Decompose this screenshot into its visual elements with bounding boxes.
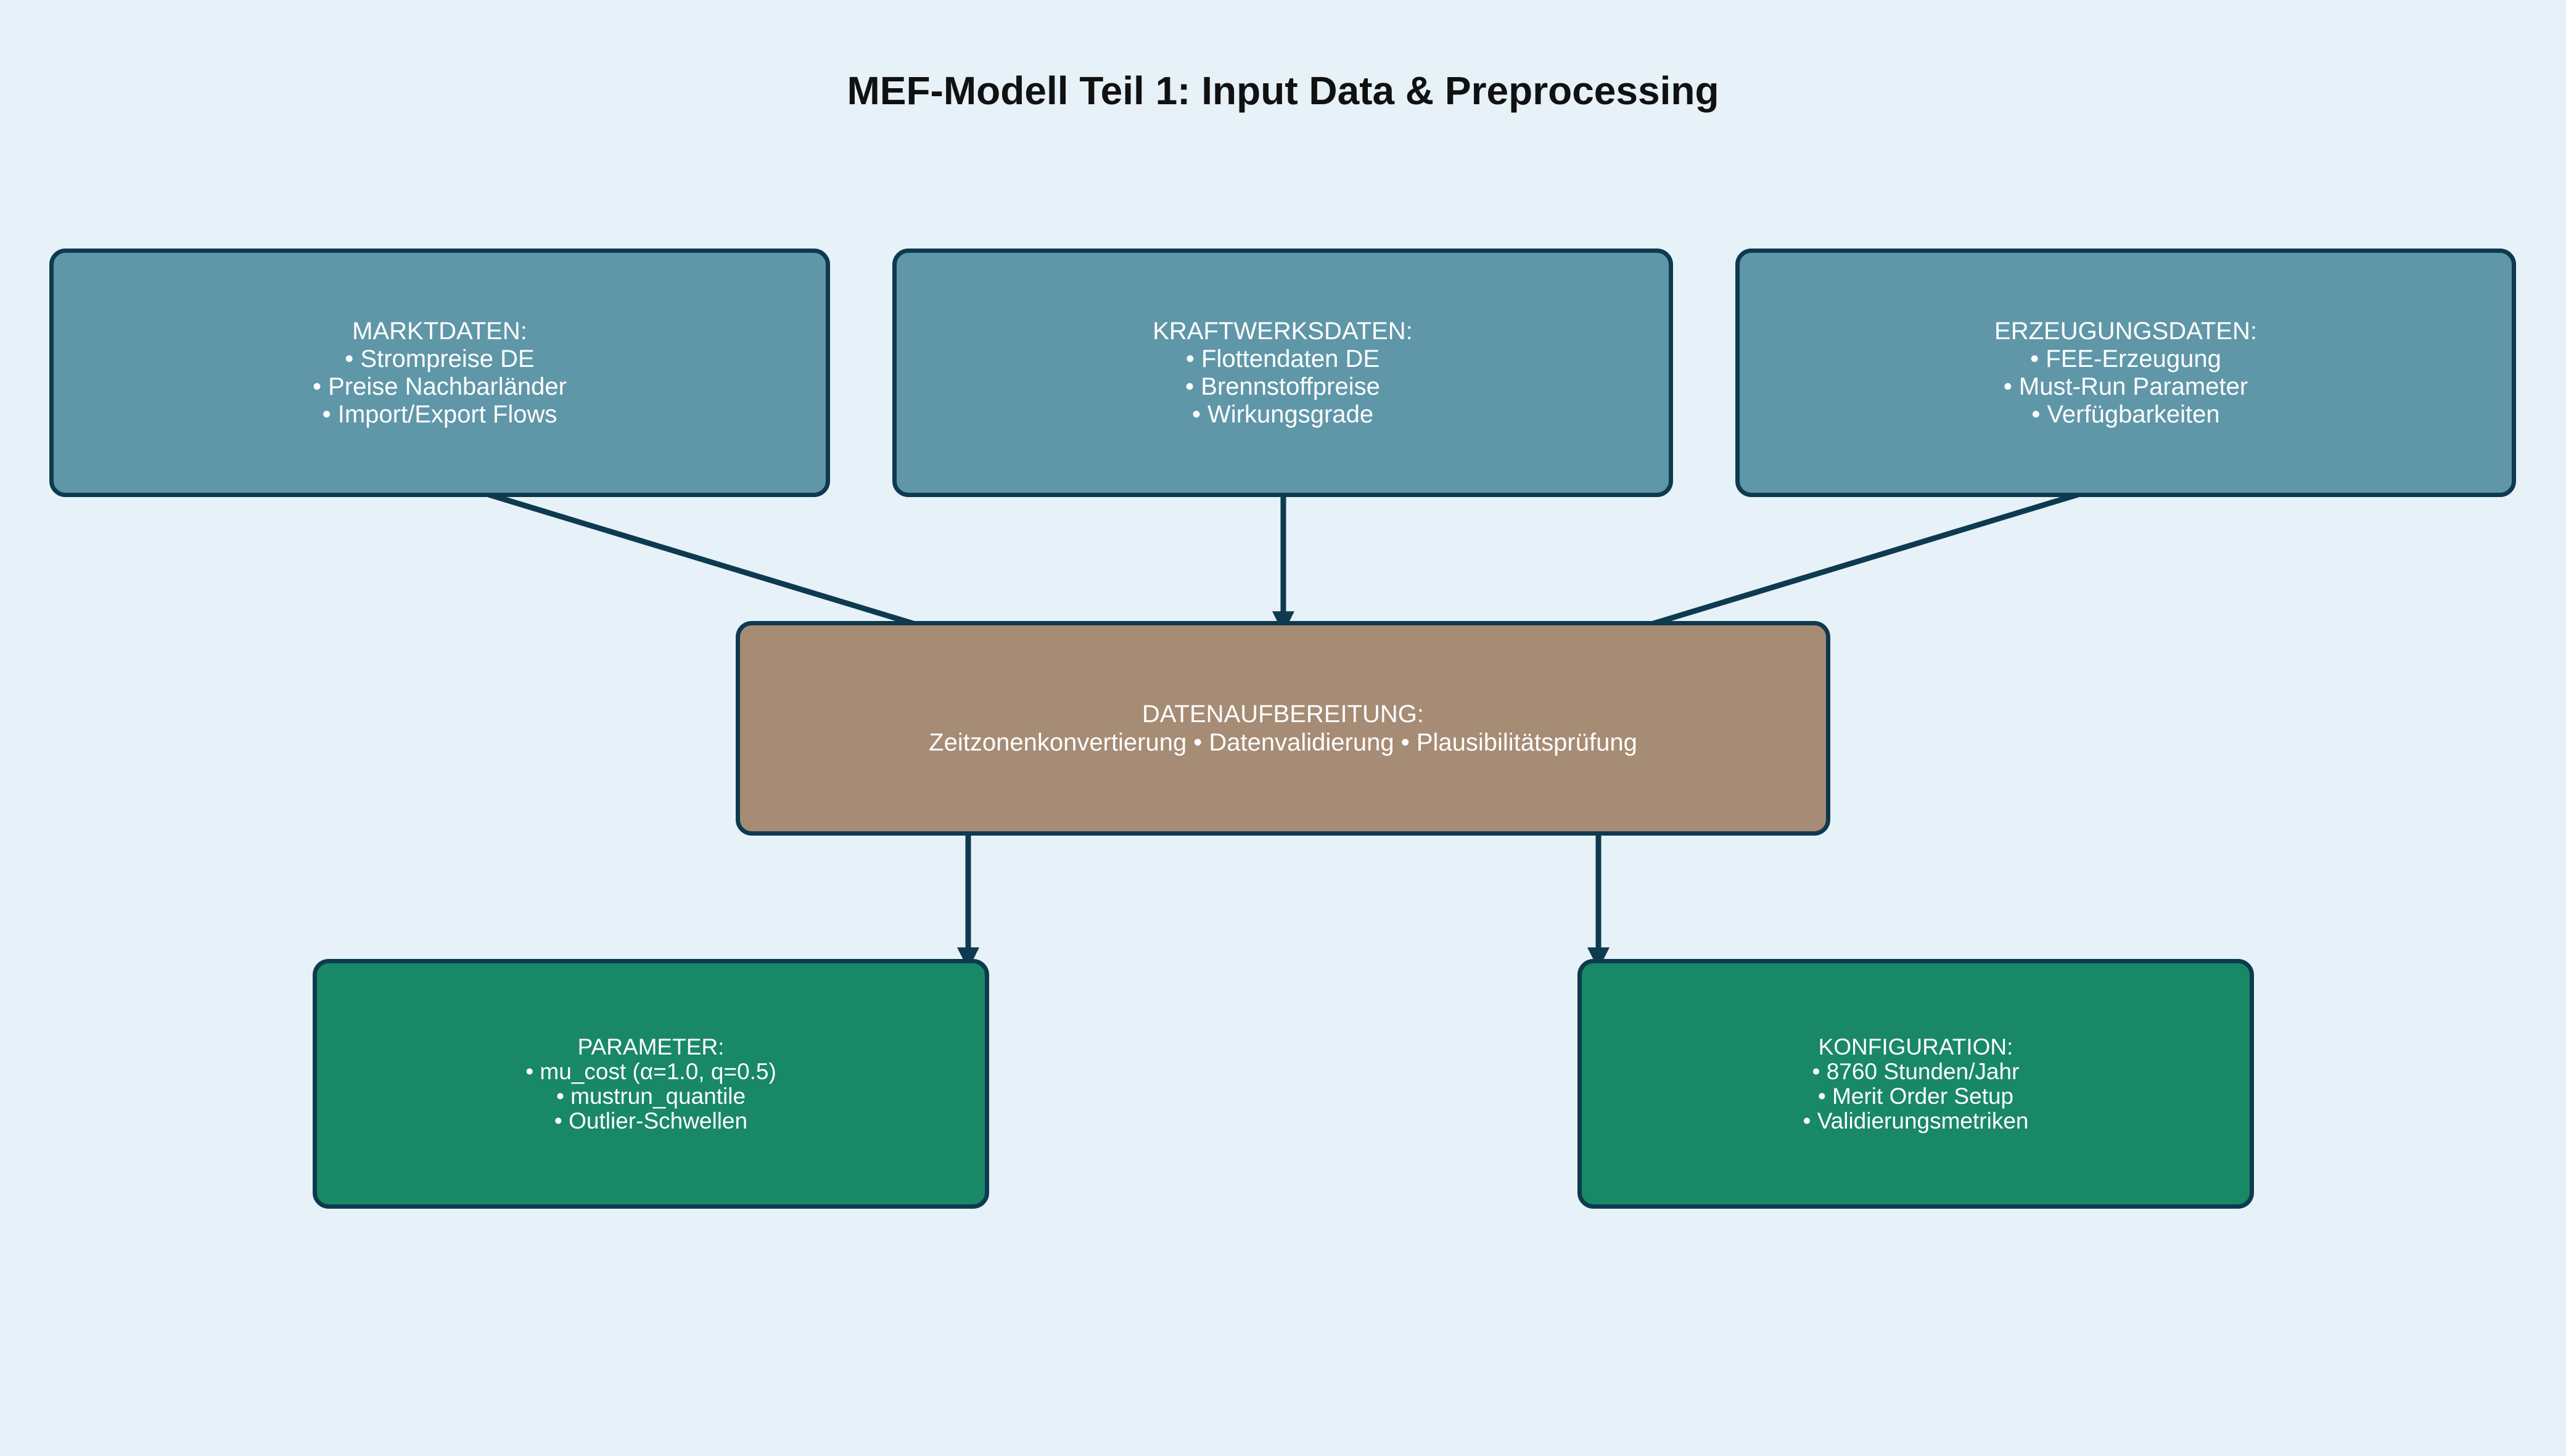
marktdaten-item: • Preise Nachbarländer xyxy=(313,372,567,400)
kraftwerksdaten-box: KRAFTWERKSDATEN: • Flottendaten DE • Bre… xyxy=(892,249,1673,497)
kraftwerksdaten-item: • Brennstoffpreise xyxy=(1185,372,1380,400)
konfiguration-item: • Validierungsmetriken xyxy=(1803,1108,2029,1133)
arrow-marktdaten-to-aufbereitung xyxy=(443,478,960,642)
marktdaten-heading: MARKTDATEN: xyxy=(352,317,527,345)
konfiguration-heading: KONFIGURATION: xyxy=(1818,1034,2013,1059)
kraftwerksdaten-item: • Flottendaten DE xyxy=(1185,345,1380,372)
arrow-erzeugungsdaten-to-aufbereitung xyxy=(1606,478,2124,642)
konfiguration-item: • 8760 Stunden/Jahr xyxy=(1812,1058,2020,1084)
parameter-box: PARAMETER: • mu_cost (α=1.0, q=0.5) • mu… xyxy=(313,959,989,1209)
datenaufbereitung-heading: DATENAUFBEREITUNG: xyxy=(1141,701,1425,728)
marktdaten-item: • Import/Export Flows xyxy=(322,400,557,428)
parameter-item: • mustrun_quantile xyxy=(556,1083,746,1109)
erzeugungsdaten-item: • FEE-Erzeugung xyxy=(2030,345,2221,372)
datenaufbereitung-box: DATENAUFBEREITUNG: Zeitzonenkonvertierun… xyxy=(736,621,1830,836)
parameter-item: • Outlier-Schwellen xyxy=(554,1108,748,1133)
marktdaten-item: • Strompreise DE xyxy=(345,345,535,372)
diagram-title: MEF-Modell Teil 1: Input Data & Preproce… xyxy=(847,68,1719,113)
erzeugungsdaten-heading: ERZEUGUNGSDATEN: xyxy=(1994,317,2257,345)
parameter-item: • mu_cost (α=1.0, q=0.5) xyxy=(525,1058,776,1084)
kraftwerksdaten-heading: KRAFTWERKSDATEN: xyxy=(1153,317,1413,345)
erzeugungsdaten-item: • Must-Run Parameter xyxy=(2003,372,2248,400)
erzeugungsdaten-box: ERZEUGUNGSDATEN: • FEE-Erzeugung • Must-… xyxy=(1735,249,2516,497)
kraftwerksdaten-item: • Wirkungsgrade xyxy=(1191,400,1374,428)
konfiguration-item: • Merit Order Setup xyxy=(1817,1083,2014,1109)
datenaufbereitung-detail: Zeitzonenkonvertierung • Datenvalidierun… xyxy=(929,729,1637,756)
erzeugungsdaten-item: • Verfügbarkeiten xyxy=(2031,400,2220,428)
konfiguration-box: KONFIGURATION: • 8760 Stunden/Jahr • Mer… xyxy=(1577,959,2254,1209)
parameter-heading: PARAMETER: xyxy=(577,1034,725,1059)
marktdaten-box: MARKTDATEN: • Strompreise DE • Preise Na… xyxy=(49,249,830,497)
